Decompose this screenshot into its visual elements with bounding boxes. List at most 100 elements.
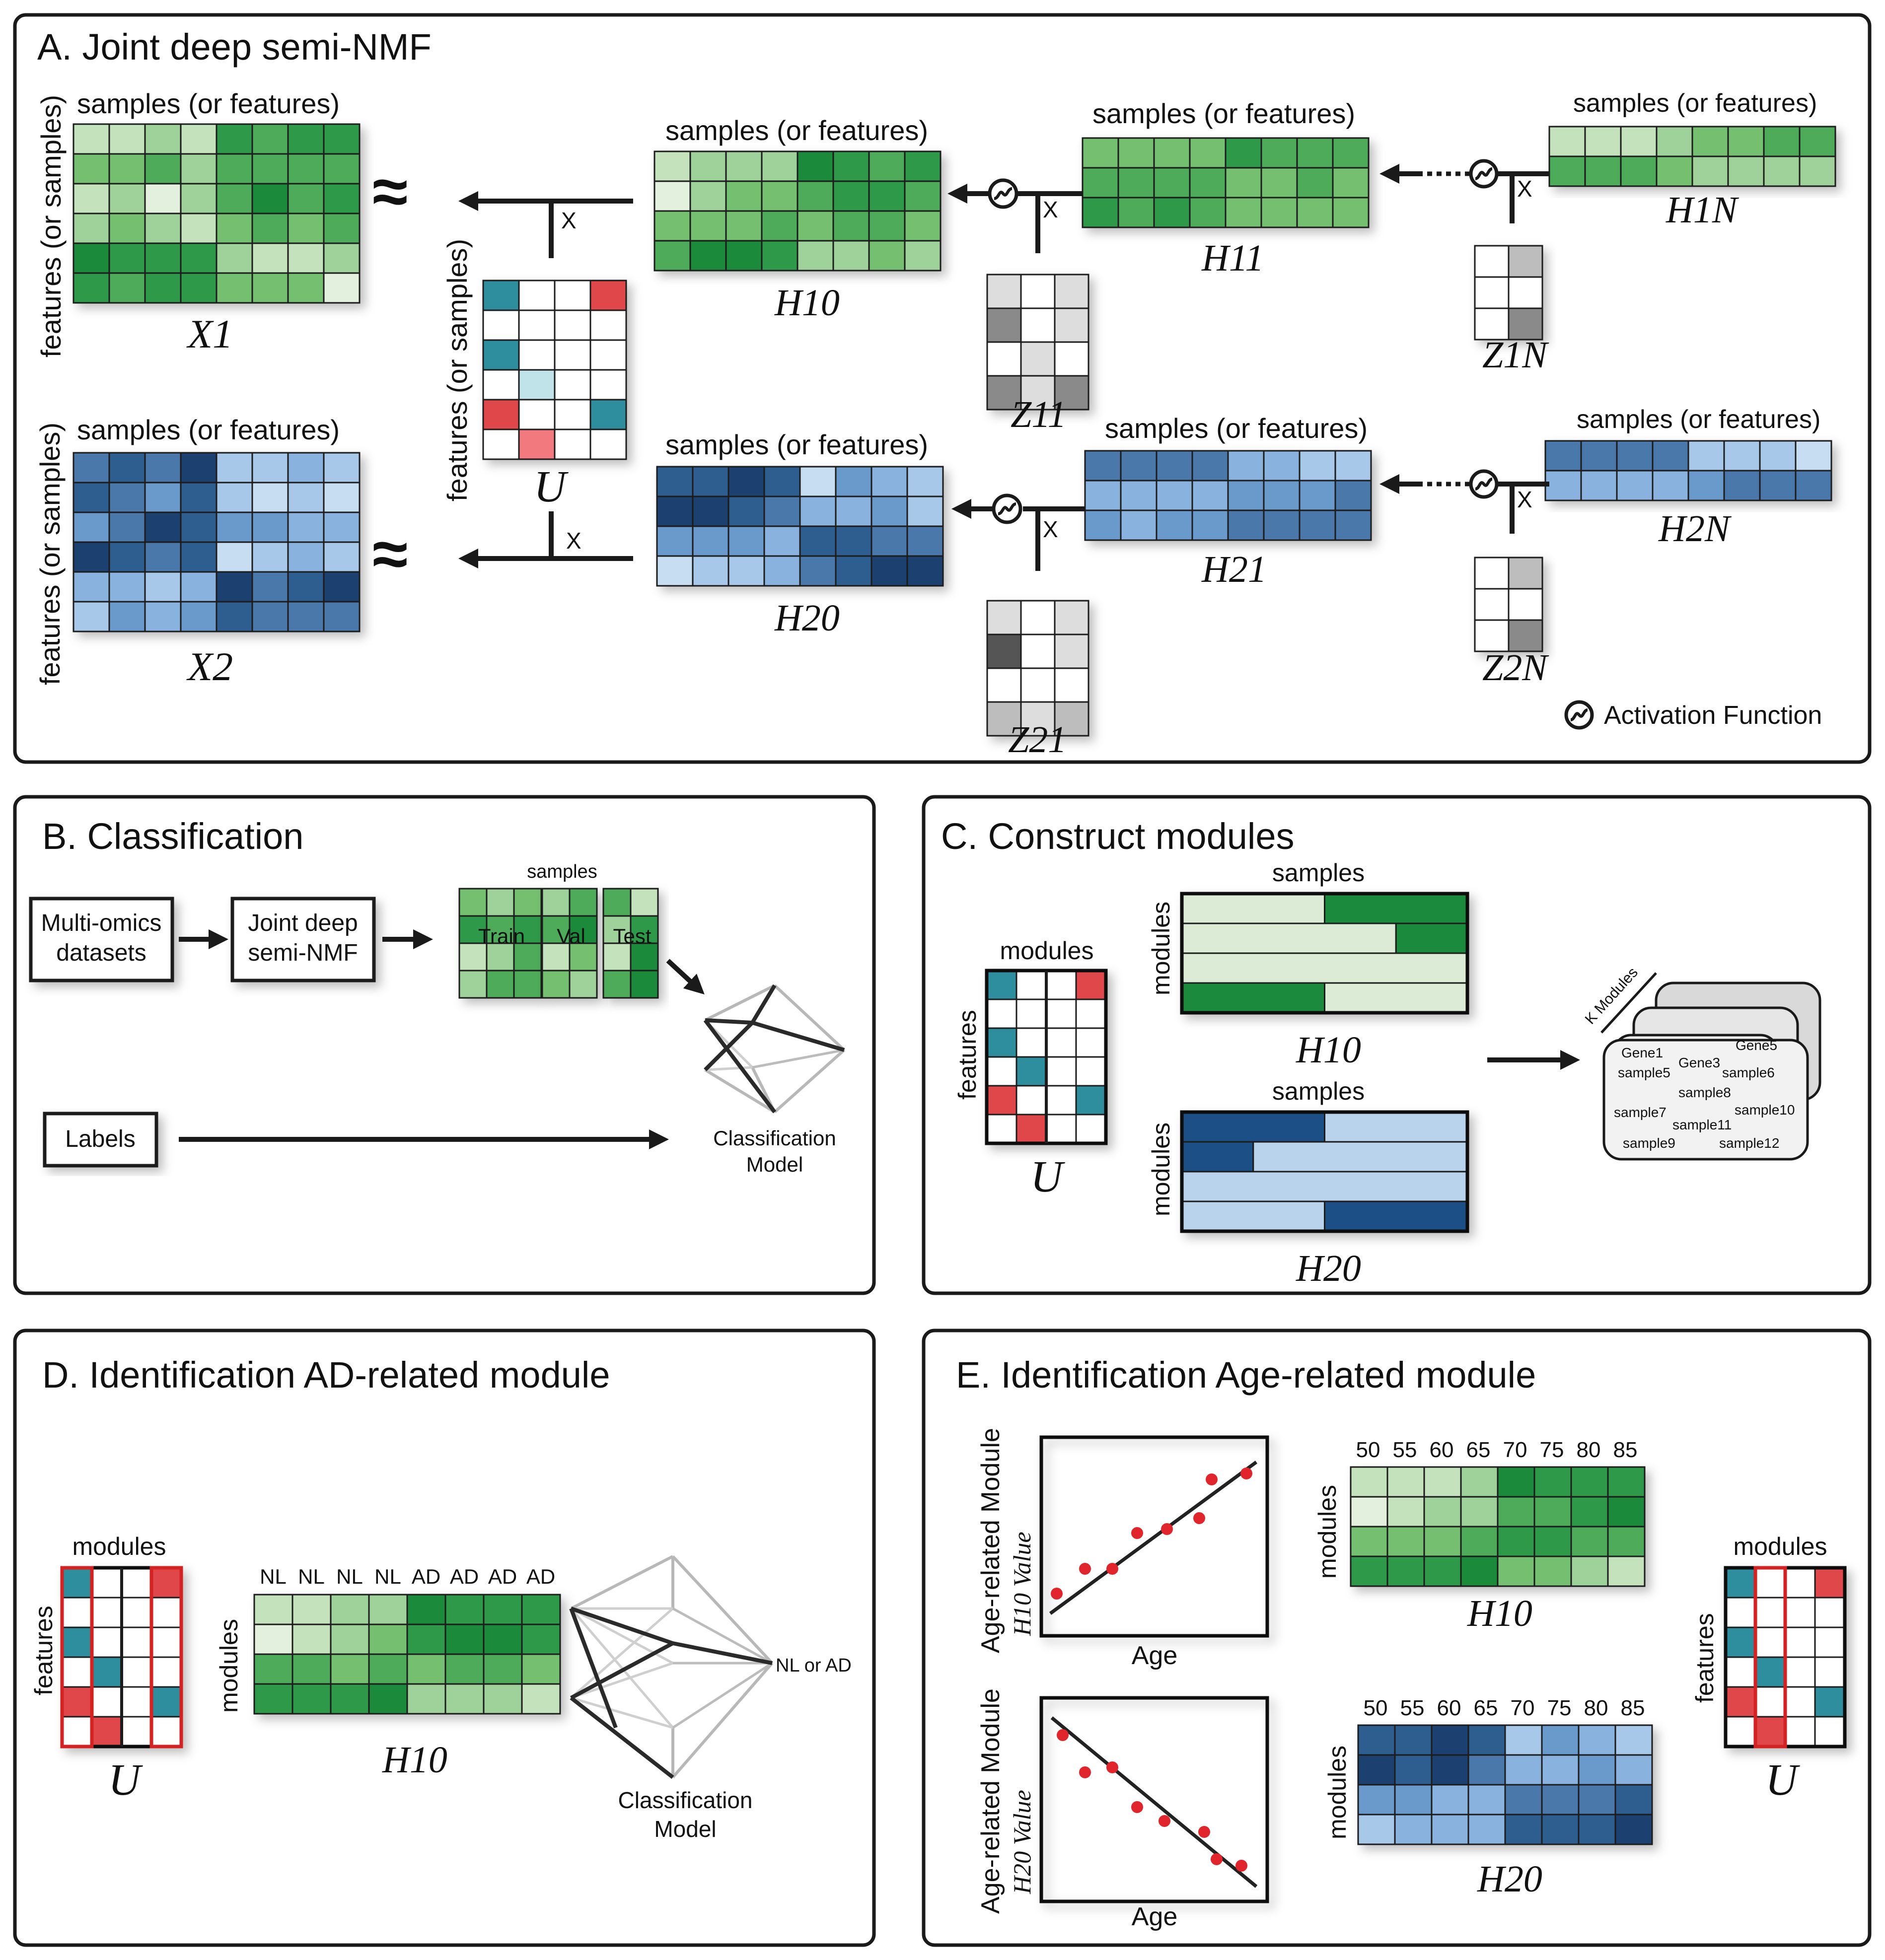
h1n-matrix-cell	[1727, 155, 1765, 187]
scatter-bottom-ylabel-1: Age-related Module	[976, 1688, 1005, 1914]
h10-matrix-cell	[725, 180, 763, 212]
x1-matrix-cell	[144, 123, 182, 155]
z21-matrix-cell	[986, 633, 1022, 669]
x1-matrix-cell	[323, 272, 361, 304]
e-h10-matrix-cell	[1533, 1555, 1572, 1587]
e-u-cell	[1754, 1656, 1786, 1688]
x2-matrix-cell	[323, 452, 361, 484]
d-h10-matrix-cell	[406, 1683, 446, 1715]
u-matrix-cell	[482, 280, 520, 311]
d-u-cell	[91, 1686, 123, 1718]
c-u-cell	[1015, 1056, 1047, 1087]
h1n-matrix-cell	[1548, 155, 1586, 187]
module-card-word: Gene3	[1678, 1055, 1720, 1070]
h10-matrix-cell	[689, 240, 727, 272]
d-h10-matrix-cell	[291, 1683, 332, 1715]
u-matrix-cell	[589, 369, 627, 401]
e-h10-matrix-cell	[1533, 1466, 1572, 1498]
u-matrix-cell	[482, 399, 520, 430]
h1n-matrix-cell	[1656, 155, 1693, 187]
c-u-cell	[986, 1085, 1017, 1116]
z11-matrix-cell	[1054, 375, 1089, 411]
h10-matrix-cell	[725, 210, 763, 242]
d-u-cell	[61, 1626, 93, 1658]
module-card-word: sample7	[1614, 1105, 1667, 1120]
h20-matrix-cell	[727, 555, 765, 587]
z21-matrix-border	[986, 600, 1089, 737]
u-matrix-cell	[518, 399, 556, 430]
z21-matrix-cell	[1020, 600, 1056, 635]
z11-matrix-border	[986, 274, 1089, 411]
d-u-cell	[150, 1567, 182, 1599]
h20-matrix-border	[656, 466, 944, 587]
z11-matrix-cell	[1020, 307, 1056, 343]
h2n-matrix-cell	[1795, 470, 1832, 501]
h2n-matrix-cell	[1723, 440, 1761, 472]
x1-matrix-cell	[216, 153, 253, 185]
h20-matrix-cell	[835, 466, 872, 497]
x2-matrix-cell	[251, 511, 289, 543]
e-u-cell	[1784, 1656, 1816, 1688]
x2-matrix-cell	[287, 482, 325, 513]
e-h20-matrix-cell	[1357, 1754, 1396, 1786]
c-h2-modules-label: modules	[1147, 1122, 1175, 1216]
d-h10-matrix-cell	[291, 1653, 332, 1685]
d-h10-matrix-cell	[330, 1594, 370, 1625]
z2n-matrix	[1474, 557, 1543, 652]
x1-matrix-cell	[180, 242, 218, 274]
scatter-top-trend	[1049, 1461, 1258, 1615]
h10-matrix-cell	[868, 180, 906, 212]
h20-matrix-cell	[656, 466, 694, 497]
x2-matrix-cell	[251, 601, 289, 632]
e-h10-matrix-cell	[1386, 1526, 1425, 1557]
x1-matrix-cell	[144, 183, 182, 214]
d-u-cell	[121, 1626, 152, 1658]
u-matrix-cell	[554, 339, 591, 371]
h10-matrix-cell	[868, 210, 906, 242]
h1n-matrix-cell	[1727, 126, 1765, 157]
x1-matrix-cell	[108, 242, 146, 274]
d-h10-matrix-cell	[444, 1683, 485, 1715]
h20-matrix-cell	[656, 555, 694, 587]
e-h10-matrix	[1350, 1466, 1646, 1587]
x2-matrix-cell	[180, 571, 218, 603]
val-split-cell	[541, 970, 571, 999]
age-column-label: 50	[1364, 1696, 1388, 1720]
x2-matrix-cell	[287, 571, 325, 603]
x2-matrix-cell	[216, 511, 253, 543]
d-h10-matrix-cell	[291, 1594, 332, 1625]
e-h20-matrix-cell	[1357, 1724, 1396, 1756]
e-u-cell	[1814, 1686, 1846, 1718]
h20-matrix-cell	[727, 495, 765, 527]
h2n-matrix-cell	[1687, 470, 1725, 501]
h21-matrix-cell	[1299, 480, 1336, 511]
h21-matrix-cell	[1191, 450, 1229, 482]
h20-matrix-cell	[763, 525, 801, 557]
x2-matrix-cell	[287, 452, 325, 484]
e-h20-matrix-cell	[1467, 1724, 1506, 1756]
e-h20-matrix-cell	[1614, 1754, 1653, 1786]
e-h10-matrix-cell	[1386, 1496, 1425, 1528]
z11-matrix-cell	[986, 307, 1022, 343]
z21-matrix-cell	[986, 667, 1022, 703]
e-h10-matrix-cell	[1570, 1496, 1609, 1528]
age-column-label: 50	[1356, 1438, 1380, 1462]
z21-matrix-cell	[986, 701, 1022, 737]
x2-matrix-cell	[287, 541, 325, 573]
h11-matrix-cell	[1260, 197, 1298, 228]
scatter-point	[1161, 1523, 1173, 1535]
panel-d-title: D. Identification AD-related module	[42, 1354, 610, 1396]
d-h10-matrix-cell	[330, 1623, 370, 1655]
h2n-matrix-cell	[1759, 440, 1797, 472]
x2-matrix-cell	[180, 601, 218, 632]
h11-matrix-cell	[1260, 137, 1298, 169]
u-matrix	[482, 280, 627, 460]
scatter-point	[1159, 1815, 1170, 1827]
h21-matrix-cell	[1084, 450, 1122, 482]
x2-matrix	[72, 452, 361, 632]
d-u-cell	[150, 1716, 182, 1748]
activation-icon	[1469, 159, 1499, 189]
h2n-matrix-cell	[1580, 470, 1618, 501]
x1-matrix-cell	[108, 272, 146, 304]
c-u-cell	[1045, 970, 1077, 1000]
